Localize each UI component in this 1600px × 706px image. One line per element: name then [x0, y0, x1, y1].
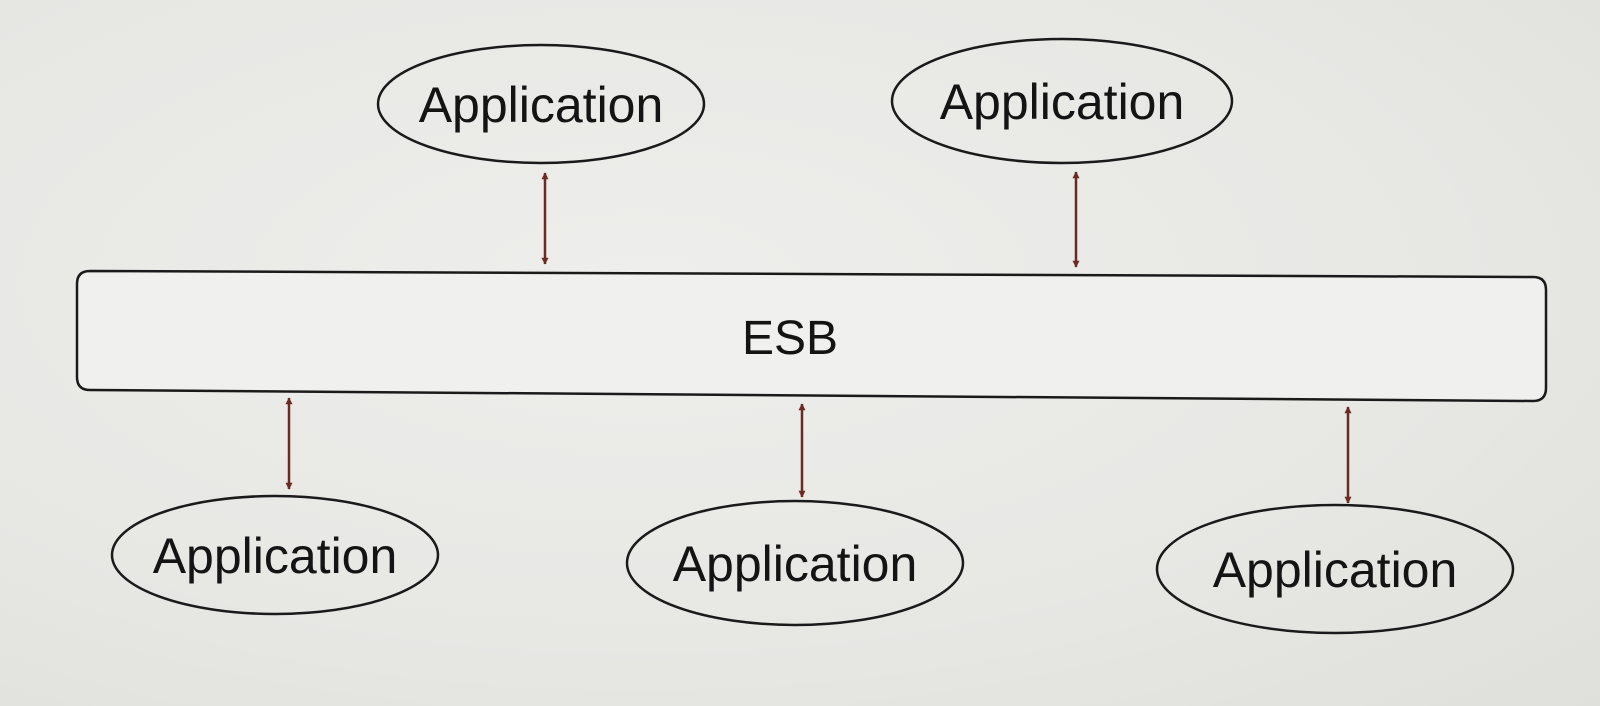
application-top-right: Application: [890, 37, 1234, 165]
application-node: [625, 499, 965, 627]
application-node: [1155, 503, 1515, 635]
application-bottom-right: Application: [1155, 503, 1515, 635]
application-node: [110, 494, 440, 616]
esb-bus-box: [75, 269, 1548, 403]
application-label: Application: [153, 528, 398, 584]
application-bottom-left: Application: [110, 494, 440, 616]
application-label: Application: [940, 74, 1185, 130]
application-label: Application: [673, 536, 918, 592]
application-node: [890, 37, 1234, 165]
application-label: Application: [419, 77, 664, 133]
esb-bus: ESB: [75, 269, 1548, 403]
esb-bus-label: ESB: [742, 312, 838, 365]
application-bottom-center: Application: [625, 499, 965, 627]
application-top-left: Application: [376, 43, 706, 165]
application-node: [376, 43, 706, 165]
application-label: Application: [1213, 542, 1458, 598]
